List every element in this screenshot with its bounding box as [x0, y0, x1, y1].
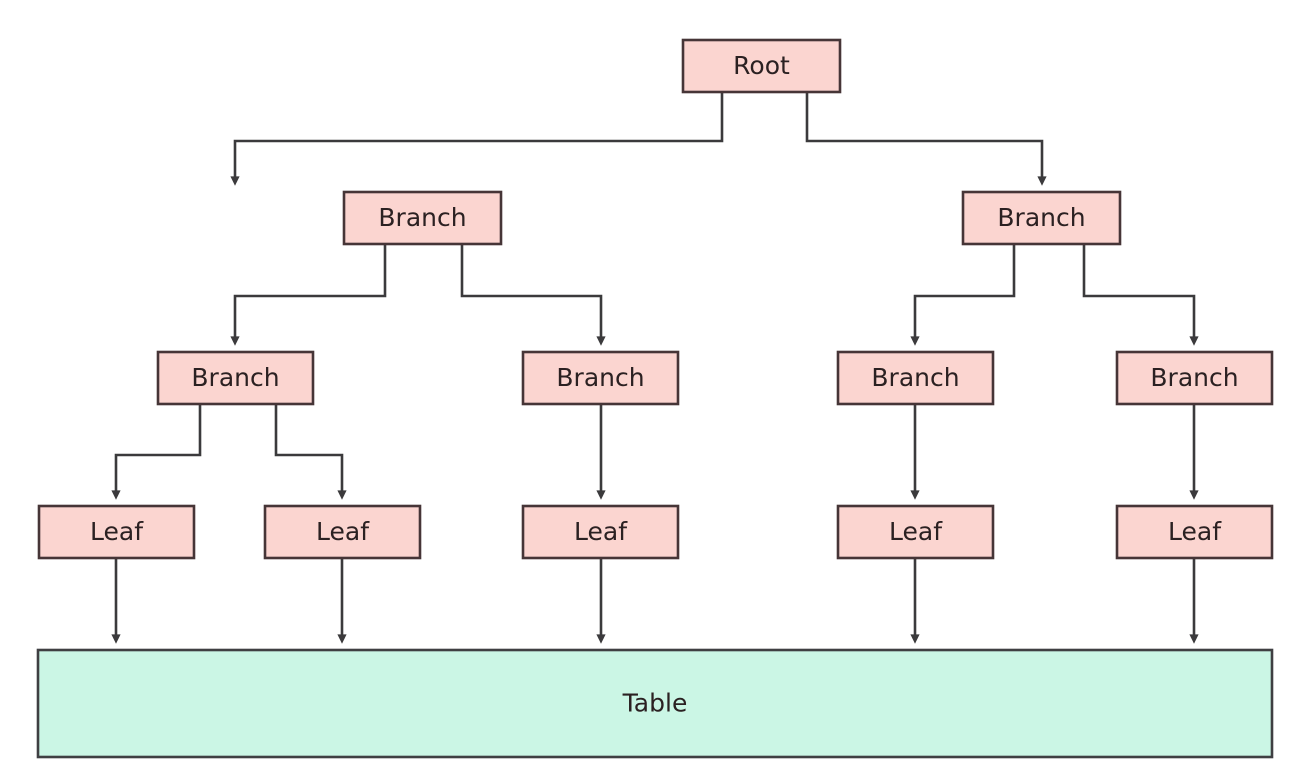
node-b1[interactable]: Branch — [342, 190, 503, 246]
node-label-b1: Branch — [378, 203, 466, 232]
node-l1[interactable]: Leaf — [37, 504, 196, 560]
node-b2b[interactable]: Branch — [1115, 350, 1274, 406]
node-label-table: Table — [622, 689, 688, 718]
edges-layer — [111, 92, 1199, 644]
node-box-b1a[interactable] — [156, 350, 315, 406]
node-label-b1b: Branch — [556, 363, 644, 392]
edge-b1a-to-l2 — [274, 404, 347, 500]
node-box-b1[interactable] — [342, 190, 503, 246]
edge-b1a-to-l1 — [111, 404, 202, 500]
node-label-root: Root — [733, 51, 790, 80]
edge-root-to-b2 — [805, 92, 1047, 186]
node-label-l4: Leaf — [889, 517, 943, 546]
node-l3[interactable]: Leaf — [521, 504, 680, 560]
edge-root-to-b1 — [230, 92, 724, 186]
node-label-b2b: Branch — [1150, 363, 1238, 392]
node-box-b1b[interactable] — [521, 350, 680, 406]
node-b1b[interactable]: Branch — [521, 350, 680, 406]
node-box-l3[interactable] — [521, 504, 680, 560]
node-box-l5[interactable] — [1115, 504, 1274, 560]
node-box-l1[interactable] — [37, 504, 196, 560]
node-label-l1: Leaf — [90, 517, 144, 546]
node-label-b1a: Branch — [191, 363, 279, 392]
node-box-b2b[interactable] — [1115, 350, 1274, 406]
node-box-root[interactable] — [681, 38, 842, 94]
node-l4[interactable]: Leaf — [836, 504, 995, 560]
node-root[interactable]: Root — [681, 38, 842, 94]
edge-b1-to-b1b — [460, 244, 606, 346]
node-label-b2a: Branch — [871, 363, 959, 392]
edge-b1-to-b1a — [230, 244, 387, 346]
node-table[interactable]: Table — [36, 648, 1274, 759]
node-box-l4[interactable] — [836, 504, 995, 560]
node-box-b2[interactable] — [961, 190, 1122, 246]
node-l5[interactable]: Leaf — [1115, 504, 1274, 560]
node-l2[interactable]: Leaf — [263, 504, 422, 560]
node-box-b2a[interactable] — [836, 350, 995, 406]
node-label-l3: Leaf — [574, 517, 628, 546]
node-b2[interactable]: Branch — [961, 190, 1122, 246]
node-label-b2: Branch — [997, 203, 1085, 232]
node-label-l2: Leaf — [316, 517, 370, 546]
node-box-l2[interactable] — [263, 504, 422, 560]
node-label-l5: Leaf — [1168, 517, 1222, 546]
edge-b2-to-b2a — [910, 244, 1016, 346]
node-b2a[interactable]: Branch — [836, 350, 995, 406]
node-b1a[interactable]: Branch — [156, 350, 315, 406]
node-box-table[interactable] — [36, 648, 1274, 759]
edge-b2-to-b2b — [1082, 244, 1199, 346]
